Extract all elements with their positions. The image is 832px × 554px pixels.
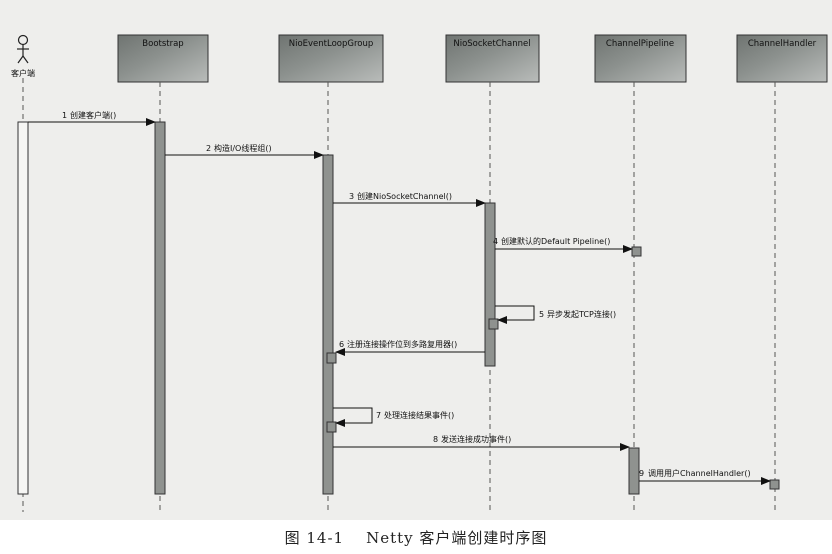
activation-pipeline-created (631, 246, 642, 257)
sequence-diagram: 客户端 Bootstrap NioEventLoopGroup NioSocke… (11, 34, 828, 512)
figure-number: 图 14-1 (284, 529, 345, 547)
message-label: 发送连接成功事件() (441, 434, 511, 444)
message-label: 创建默认的Default Pipeline() (501, 236, 610, 246)
message-5: 5 异步发起TCP连接() (495, 305, 616, 324)
participant-nioeventloopgroup: NioEventLoopGroup (278, 34, 384, 83)
activation-handle-connect (326, 421, 337, 433)
participant-box (117, 34, 209, 83)
participant-label: NioSocketChannel (453, 39, 530, 49)
participant-box (278, 34, 384, 83)
participant-box (594, 34, 687, 83)
participant-channelhandler: ChannelHandler (736, 34, 828, 83)
message-number: 5 (539, 310, 544, 319)
actor-label: 客户端 (11, 68, 35, 78)
message-number: 6 (339, 340, 344, 349)
message-number: 1 (62, 111, 67, 120)
participant-channelpipeline: ChannelPipeline (594, 34, 687, 83)
message-label: 调用用户ChannelHandler() (648, 468, 751, 478)
message-8: 8 发送连接成功事件() (333, 434, 630, 451)
participant-box (445, 34, 540, 83)
message-label: 注册连接操作位到多路复用器() (347, 339, 457, 349)
actor-client: 客户端 (11, 34, 35, 78)
message-arrow (495, 305, 535, 324)
message-6: 6 注册连接操作位到多路复用器() (335, 339, 485, 356)
participant-bootstrap: Bootstrap (117, 34, 209, 83)
message-label: 异步发起TCP连接() (547, 309, 616, 319)
message-1: 1 创建客户端() (28, 110, 156, 126)
participant-label: ChannelHandler (748, 39, 817, 49)
participant-niosocketchannel: NioSocketChannel (445, 34, 540, 83)
activation-nioeventloopgroup (322, 154, 334, 495)
activation-handler (769, 479, 780, 490)
message-arrow (333, 407, 373, 427)
actor-leg-left (17, 55, 24, 64)
participant-label: ChannelPipeline (606, 39, 674, 49)
activation-register-op (326, 352, 337, 364)
participant-box (736, 34, 828, 83)
activation-client (17, 121, 29, 495)
message-2: 2 构造I/O线程组() (165, 143, 324, 159)
message-label: 构造I/O线程组() (214, 143, 272, 153)
actor-leg-right (22, 55, 29, 64)
activation-bootstrap (154, 121, 166, 495)
message-label: 创建NioSocketChannel() (357, 191, 452, 201)
message-number: 7 (376, 411, 381, 420)
message-9: 9 调用用户ChannelHandler() (639, 468, 771, 485)
message-number: 2 (206, 144, 211, 153)
message-label: 处理连接结果事件() (384, 410, 454, 420)
message-number: 8 (433, 435, 438, 444)
actor-head (17, 34, 29, 46)
message-number: 9 (639, 469, 644, 478)
message-number: 3 (349, 192, 354, 201)
message-3: 3 创建NioSocketChannel() (333, 191, 486, 207)
figure-caption: 图 14-1 Netty 客户端创建时序图 (0, 527, 832, 548)
sequence-diagram-panel: 客户端 Bootstrap NioEventLoopGroup NioSocke… (0, 0, 832, 520)
message-label: 创建客户端() (70, 110, 116, 120)
activation-channelpipeline (628, 447, 640, 495)
participant-label: NioEventLoopGroup (289, 39, 374, 49)
activation-niosocketchannel (484, 202, 496, 367)
activation-tcp-connect (488, 318, 499, 330)
message-number: 4 (493, 237, 498, 246)
figure-title: Netty 客户端创建时序图 (366, 529, 548, 547)
message-7: 7 处理连接结果事件() (333, 407, 454, 427)
message-4: 4 创建默认的Default Pipeline() (493, 236, 633, 253)
participant-label: Bootstrap (142, 39, 183, 49)
